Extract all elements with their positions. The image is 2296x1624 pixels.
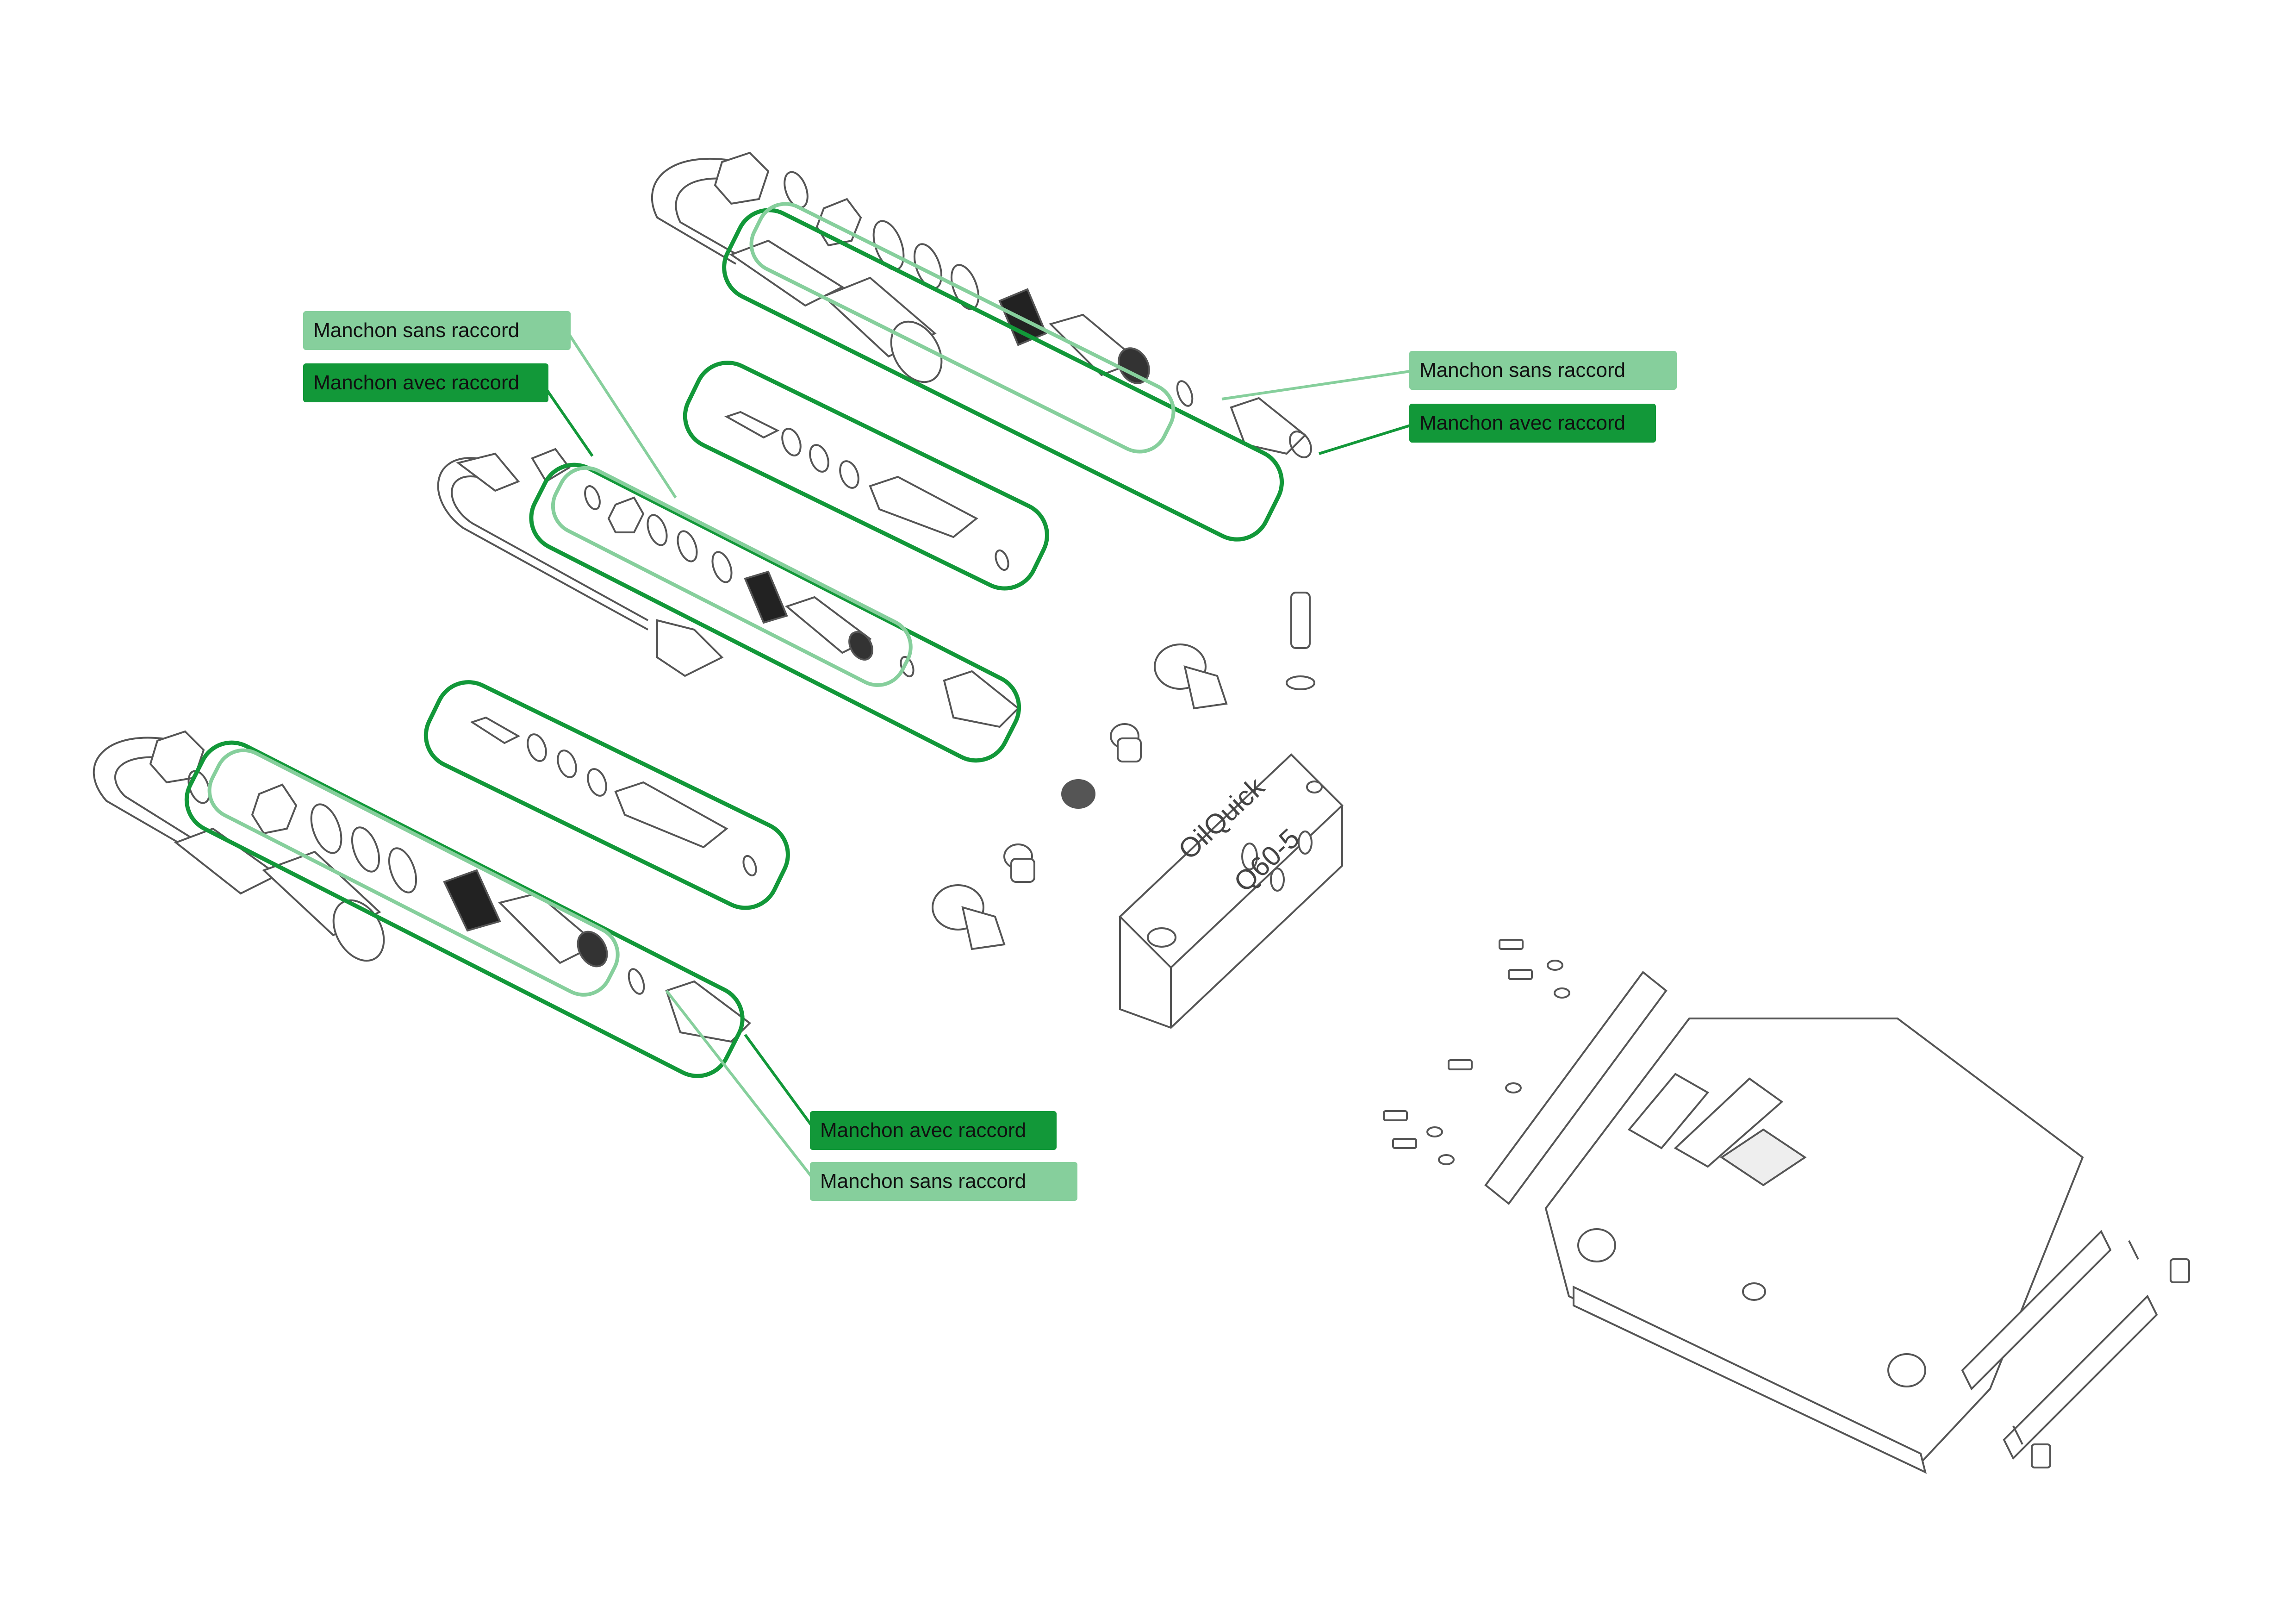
coupler-block [1119, 753, 1344, 1029]
leader-lines [545, 330, 1417, 1181]
label-manchon-avec-raccord-right: Manchon avec raccord [1409, 404, 1656, 443]
label-manchon-sans-raccord-left: Manchon sans raccord [303, 311, 571, 350]
label-manchon-avec-raccord-left: Manchon avec raccord [303, 363, 548, 402]
outline-avec-raccord-2 [529, 462, 1021, 763]
fittings [932, 592, 1315, 950]
outline-avec-raccord-3 [184, 740, 745, 1078]
outline-sans-raccord-1 [749, 202, 1176, 454]
outline-sans-raccord-2 [551, 466, 913, 687]
outline-small-parts-1 [683, 361, 1049, 591]
outline-avec-raccord-1 [722, 208, 1284, 542]
hose-assembly-middle [437, 448, 1020, 728]
label-manchon-avec-raccord-bottom: Manchon avec raccord [810, 1111, 1057, 1150]
outline-sans-raccord-3 [207, 748, 620, 997]
label-manchon-sans-raccord-bottom: Manchon sans raccord [810, 1162, 1077, 1201]
small-parts-2 [470, 716, 757, 877]
outline-small-parts-2 [423, 680, 790, 910]
hose-assembly-top [651, 151, 1312, 458]
label-manchon-sans-raccord-right: Manchon sans raccord [1409, 351, 1677, 390]
bolts [1383, 939, 2190, 1468]
mounting-plate [1484, 971, 2158, 1474]
small-parts-1 [724, 411, 1009, 571]
